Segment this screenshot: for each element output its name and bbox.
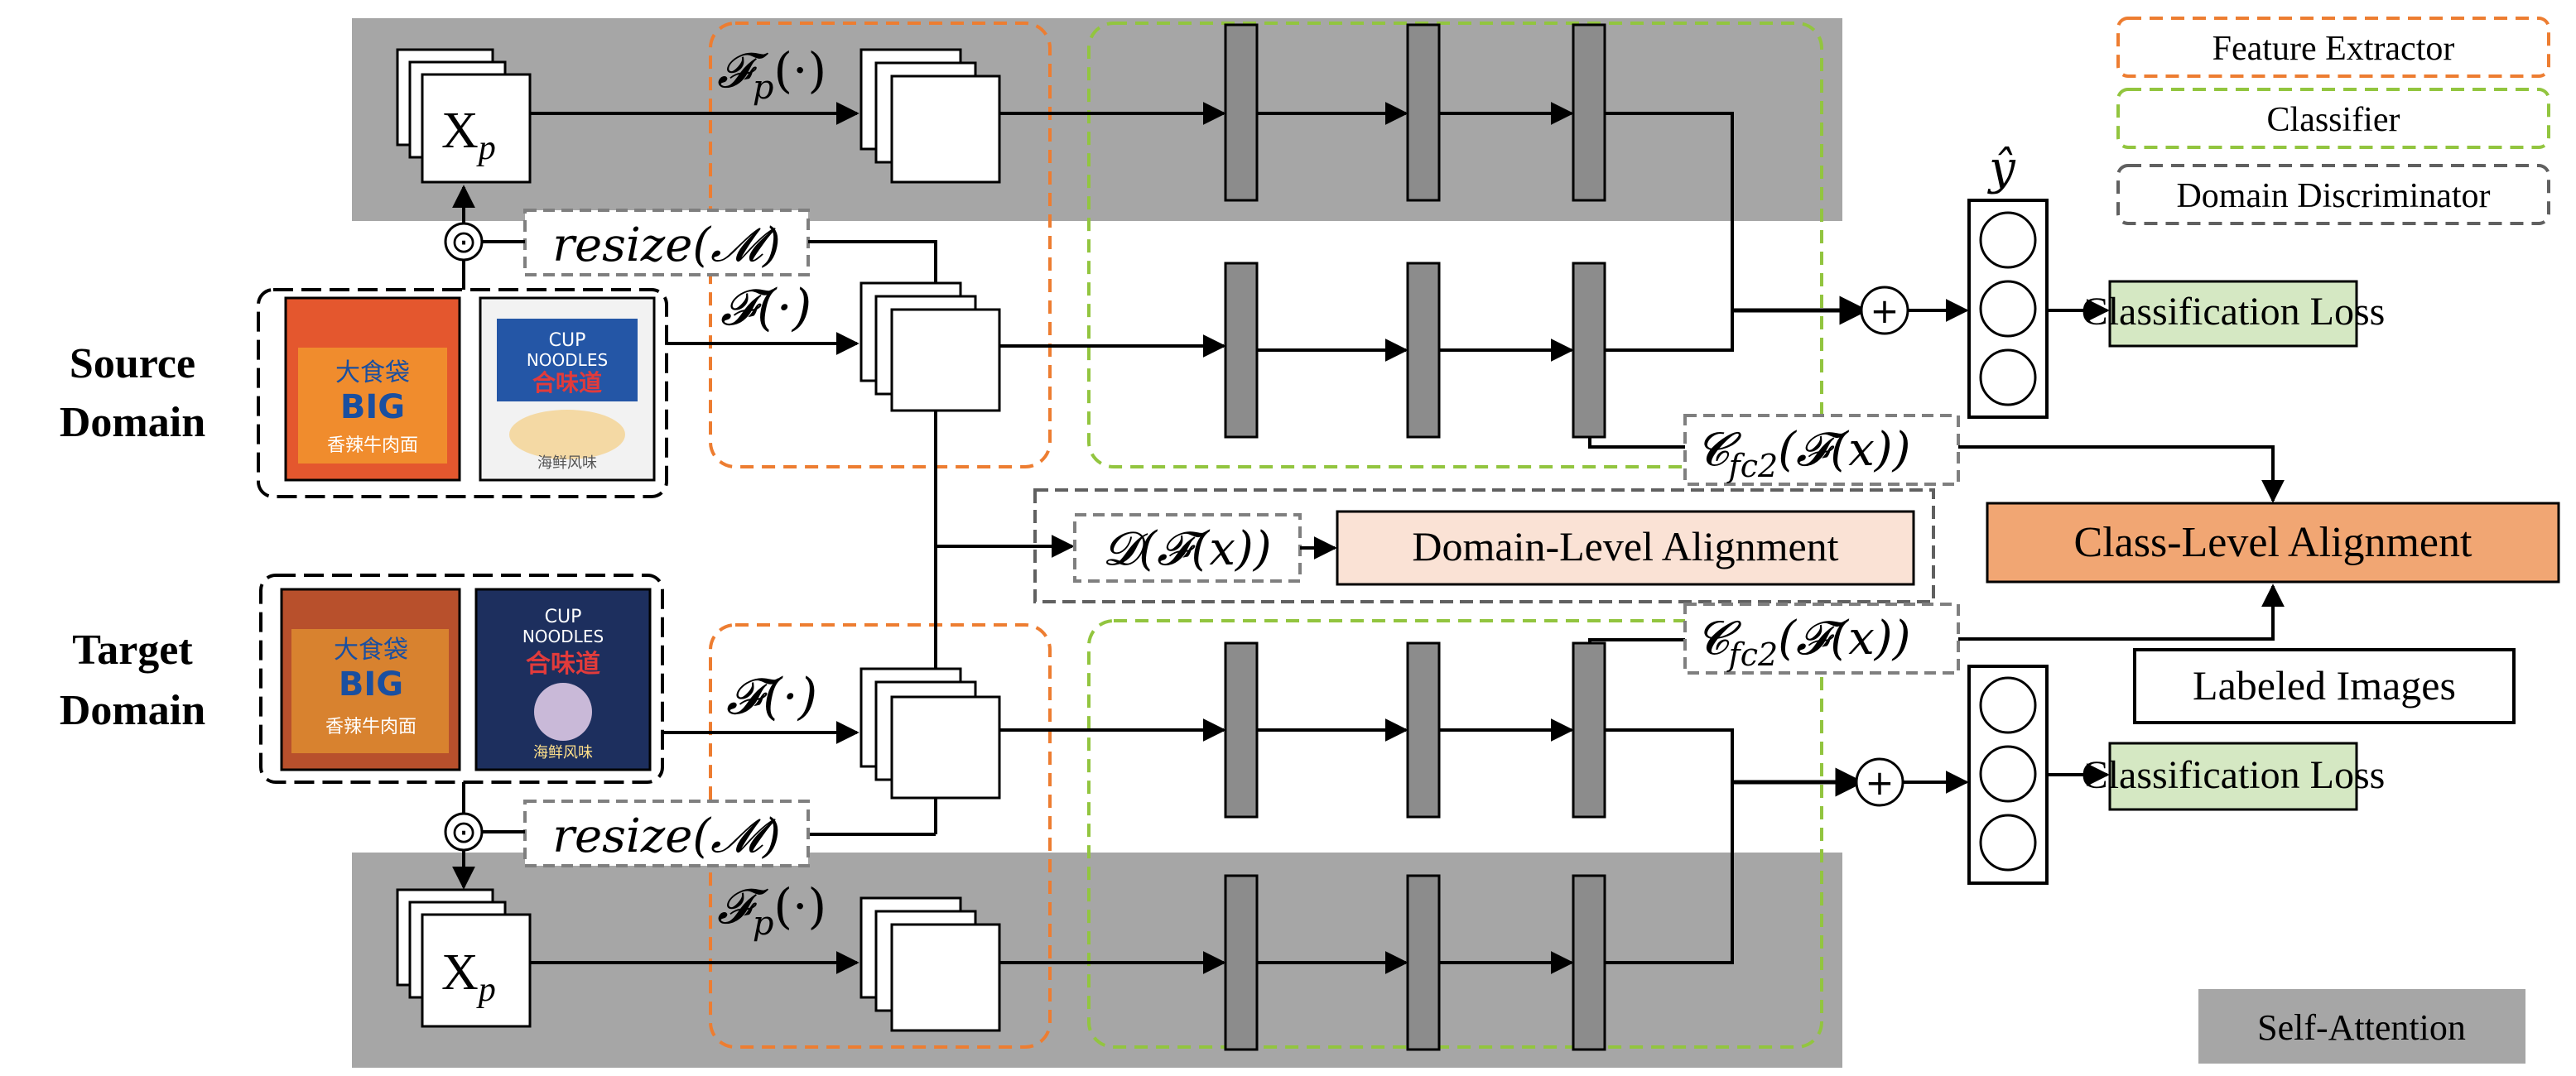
fp-bottom-arg: (·) bbox=[773, 878, 826, 934]
plus-bottom: + bbox=[1865, 762, 1894, 803]
fc-bar-bottom-2 bbox=[1406, 874, 1441, 1051]
f-target-label: 𝓕(·) bbox=[726, 668, 817, 726]
svg-text:香辣牛肉面: 香辣牛肉面 bbox=[325, 717, 416, 737]
fc-bar-bottom-3 bbox=[1572, 874, 1606, 1051]
fc-bar-target-3 bbox=[1572, 641, 1606, 819]
cfc2-top-sub: fc2 bbox=[1726, 448, 1779, 484]
xp-top-sub: p bbox=[476, 129, 496, 167]
domain-level-alignment-box bbox=[1336, 510, 1915, 586]
source-domain-label-2: Domain bbox=[60, 399, 205, 446]
svg-text:香辣牛肉面: 香辣牛肉面 bbox=[327, 435, 418, 456]
svg-text:BIG: BIG bbox=[339, 665, 403, 704]
target-domain-label-2: Domain bbox=[60, 687, 205, 734]
svg-text:CUP: CUP bbox=[545, 607, 582, 627]
xp-bottom-sub: p bbox=[476, 971, 496, 1009]
classifier-box-bottom bbox=[1087, 619, 1823, 1049]
svg-text:海鲜风味: 海鲜风味 bbox=[533, 744, 593, 761]
d-fx-label: 𝓓(𝓕(x)) bbox=[1103, 522, 1271, 576]
classification-loss-top-label: Classification Loss bbox=[2082, 290, 2386, 334]
svg-text:CUP: CUP bbox=[549, 330, 586, 351]
f-source-label: 𝓕(·) bbox=[720, 279, 811, 337]
fc-bar-bottom-1 bbox=[1224, 874, 1259, 1051]
self-attention-band-top bbox=[352, 18, 1842, 221]
fc-bar-target-1 bbox=[1224, 641, 1259, 819]
target-image-2: CUP NOODLES 合味道 海鲜风味 bbox=[474, 588, 652, 771]
fc-bar-top-1 bbox=[1224, 23, 1259, 202]
cfc2-box-top bbox=[1683, 414, 1960, 486]
xp-top-label: X bbox=[441, 103, 479, 159]
class-level-alignment-label: Class-Level Alignment bbox=[2074, 519, 2472, 566]
self-attention-band-bottom bbox=[352, 853, 1842, 1068]
resize-top-label: resize(𝓜) bbox=[552, 219, 781, 272]
svg-text:NOODLES: NOODLES bbox=[527, 350, 608, 370]
xp-link-source: ⊙ bbox=[444, 185, 484, 290]
fc-bar-source-3 bbox=[1572, 262, 1606, 439]
fc-bar-target-2 bbox=[1406, 641, 1441, 819]
class-level-alignment-box bbox=[1986, 502, 2560, 584]
d-fx-box bbox=[1073, 513, 1302, 583]
cfc2-box-bottom bbox=[1683, 603, 1960, 675]
feature-stack-source bbox=[859, 281, 1001, 412]
svg-text:NOODLES: NOODLES bbox=[522, 627, 604, 646]
feature-extractor-box-top bbox=[709, 22, 1052, 468]
classification-loss-bottom bbox=[2108, 742, 2358, 811]
target-domain-label-1: Target bbox=[72, 627, 193, 674]
fc-bar-top-2 bbox=[1406, 23, 1441, 202]
cfc2-top-arg: (𝓕(x)) bbox=[1778, 423, 1910, 477]
fc-bar-source-2 bbox=[1406, 262, 1441, 439]
feature-stack-top bbox=[859, 48, 1001, 184]
fp-top-arg: (·) bbox=[773, 42, 826, 98]
legend-feature-extractor bbox=[2116, 17, 2550, 78]
svg-text:合味道: 合味道 bbox=[532, 369, 602, 396]
legend-self-attention-label: Self-Attention bbox=[2257, 1007, 2466, 1048]
svg-text:𝓒fc2(𝓕(x)): 𝓒fc2(𝓕(x)) bbox=[1696, 423, 1911, 484]
cfc2-bottom-arg: (𝓕(x)) bbox=[1778, 612, 1910, 665]
classification-loss-top bbox=[2108, 280, 2358, 348]
svg-text:大食袋: 大食袋 bbox=[335, 358, 410, 387]
source-image-2: CUP NOODLES 合味道 海鲜风味 bbox=[479, 296, 656, 482]
fc-bar-source-1 bbox=[1224, 262, 1259, 439]
source-image-1: 大食袋 BIG 香辣牛肉面 bbox=[284, 296, 461, 482]
svg-text:Xp: Xp bbox=[441, 944, 496, 1009]
xp-stack-bottom: Xp bbox=[396, 888, 532, 1028]
svg-text:合味道: 合味道 bbox=[526, 650, 600, 679]
svg-text:BIG: BIG bbox=[340, 388, 405, 426]
svg-text:海鲜风味: 海鲜风味 bbox=[537, 454, 597, 472]
svg-text:大食袋: 大食袋 bbox=[334, 636, 408, 665]
y-hat-label: ŷ bbox=[1986, 142, 2016, 195]
fp-bottom-sub: p bbox=[753, 905, 774, 943]
plus-top: + bbox=[1870, 291, 1899, 331]
cfc2-bottom-sub: fc2 bbox=[1726, 636, 1779, 673]
target-image-1: 大食袋 BIG 香辣牛肉面 bbox=[280, 588, 461, 771]
resize-box-bottom bbox=[523, 800, 810, 867]
legend-feature-extractor-label: Feature Extractor bbox=[2212, 30, 2455, 68]
xp-link-target: ⊙ bbox=[444, 782, 484, 890]
odot-top: ⊙ bbox=[450, 223, 477, 260]
odot-bottom: ⊙ bbox=[450, 814, 477, 850]
legend-domain-discriminator-label: Domain Discriminator bbox=[2176, 177, 2490, 215]
labeled-images-box bbox=[2133, 648, 2516, 724]
labeled-images-label: Labeled Images bbox=[2193, 662, 2456, 709]
svg-text:𝓒fc2(𝓕(x)): 𝓒fc2(𝓕(x)) bbox=[1696, 612, 1911, 673]
domain-discriminator-box bbox=[1033, 488, 1935, 603]
legend-classifier bbox=[2116, 88, 2550, 149]
fc-bar-top-3 bbox=[1572, 23, 1606, 202]
resize-bottom-label: resize(𝓜) bbox=[552, 809, 781, 863]
xp-stack-top: Xp bbox=[396, 48, 532, 184]
xp-bottom-label: X bbox=[441, 944, 479, 1001]
legend-classifier-label: Classifier bbox=[2267, 101, 2400, 139]
legend-self-attention bbox=[2198, 989, 2525, 1064]
domain-level-alignment-label: Domain-Level Alignment bbox=[1412, 523, 1838, 569]
classifier-box-top bbox=[1087, 22, 1823, 468]
classification-loss-bottom-label: Classification Loss bbox=[2082, 753, 2386, 797]
svg-text:Xp: Xp bbox=[441, 103, 496, 167]
feature-stack-target bbox=[859, 667, 1001, 800]
feature-stack-bottom bbox=[859, 896, 1001, 1032]
legend-domain-discriminator bbox=[2116, 164, 2550, 225]
source-domain-label-1: Source bbox=[70, 340, 195, 387]
fp-top-sub: p bbox=[753, 69, 774, 107]
